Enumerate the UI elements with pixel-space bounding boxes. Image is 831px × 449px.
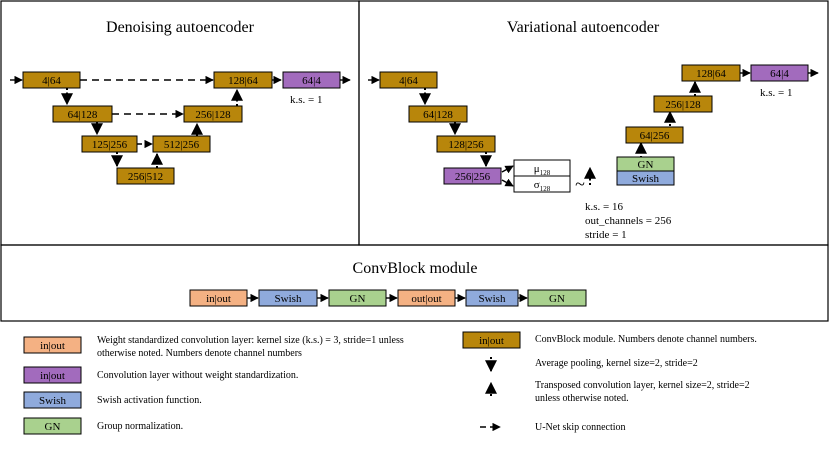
va-block-dec-2: 256|128 — [653, 95, 713, 113]
legend-gn: GN Group normalization. — [23, 417, 183, 435]
svg-text:GN: GN — [45, 421, 61, 433]
va-tilde: ~ — [575, 174, 585, 194]
convblock-panel — [0, 244, 829, 322]
svg-text:128|64: 128|64 — [228, 75, 258, 87]
legend-transposed: Transposed convolution layer, kernel siz… — [485, 380, 750, 404]
cb-gn-2: GN — [527, 289, 587, 307]
legend-convblock: in|out ConvBlock module. Numbers denote … — [462, 331, 757, 349]
dn-final-conv: 64|4 — [282, 71, 341, 89]
dn-block-enc-1: 4|64 — [22, 71, 81, 89]
legend-skip-text: U-Net skip connection — [535, 422, 626, 433]
variational-blocks: 4|64 64|128 128|256 256|256 μ128 σ128 GN… — [379, 64, 809, 193]
dn-block-dec-1: 512|256 — [152, 135, 211, 153]
va-block-dec-3: 128|64 — [681, 64, 741, 82]
svg-text:128|256: 128|256 — [448, 139, 484, 151]
svg-text:64|256: 64|256 — [640, 130, 670, 142]
svg-text:4|64: 4|64 — [42, 75, 61, 87]
svg-text:64|128: 64|128 — [423, 109, 453, 121]
legend: in|out Weight standardized convolution l… — [23, 331, 757, 435]
cb-swish-2: Swish — [465, 289, 519, 307]
svg-text:512|256: 512|256 — [164, 139, 200, 151]
convblock-items: in|out Swish GN out|out Swish GN — [189, 289, 587, 307]
legend-swish: Swish Swish activation function. — [23, 391, 202, 409]
dn-ks-note: k.s. = 1 — [290, 94, 322, 106]
va-block-enc-3: 128|256 — [436, 135, 496, 153]
svg-text:GN: GN — [638, 159, 654, 171]
svg-text:64|128: 64|128 — [68, 109, 98, 121]
svg-text:4|64: 4|64 — [399, 75, 418, 87]
svg-text:in|out: in|out — [40, 340, 65, 352]
dn-block-dec-2: 256|128 — [183, 105, 243, 123]
va-sigma-label: σ128 — [534, 179, 551, 193]
legend-conv-text: Convolution layer without weight standar… — [97, 370, 298, 381]
convblock-title: ConvBlock module — [353, 260, 478, 277]
va-mu-sigma-box: μ128 σ128 — [513, 159, 571, 193]
cb-ws-conv-1: in|out — [189, 289, 248, 307]
va-deconv-note-1: k.s. = 16 — [585, 201, 623, 213]
va-gn-swish-stack: GN Swish — [616, 156, 675, 186]
legend-transposed-text-2: unless otherwise noted. — [535, 393, 629, 404]
cb-swish-1: Swish — [258, 289, 318, 307]
va-final-conv: 64|4 — [750, 64, 809, 82]
va-block-enc-2: 64|128 — [408, 105, 468, 123]
legend-conv: in|out Convolution layer without weight … — [23, 366, 298, 384]
va-deconv-note-3: stride = 1 — [585, 229, 627, 241]
legend-skip: U-Net skip connection — [480, 422, 626, 433]
legend-ws-conv-text: Weight standardized convolution layer: k… — [97, 335, 404, 346]
svg-text:Swish: Swish — [632, 173, 659, 185]
svg-text:in|out: in|out — [206, 293, 231, 305]
legend-avgpool-text: Average pooling, kernel size=2, stride=2 — [535, 358, 698, 369]
legend-gn-text: Group normalization. — [97, 421, 183, 432]
svg-text:Swish: Swish — [479, 293, 506, 305]
svg-text:256|512: 256|512 — [128, 171, 163, 183]
svg-text:128|64: 128|64 — [696, 68, 726, 80]
va-deconv-note-2: out_channels = 256 — [585, 215, 672, 227]
dn-block-bottleneck: 256|512 — [116, 167, 175, 185]
svg-text:out|out: out|out — [411, 293, 441, 305]
cb-gn-1: GN — [328, 289, 387, 307]
svg-text:Swish: Swish — [39, 395, 66, 407]
svg-text:64|4: 64|4 — [770, 68, 789, 80]
legend-swish-text: Swish activation function. — [97, 395, 202, 406]
legend-ws-conv: in|out Weight standardized convolution l… — [23, 335, 404, 359]
denoising-blocks: 4|64 64|128 125|256 256|512 512|256 256|… — [22, 71, 341, 185]
legend-transposed-text: Transposed convolution layer, kernel siz… — [535, 380, 750, 391]
denoising-title: Denoising autoencoder — [106, 19, 255, 36]
legend-convblock-text: ConvBlock module. Numbers denote channel… — [535, 334, 757, 345]
cb-ws-conv-2: out|out — [397, 289, 456, 307]
svg-text:256|128: 256|128 — [665, 99, 701, 111]
svg-text:256|128: 256|128 — [195, 109, 231, 121]
dn-block-dec-3: 128|64 — [213, 71, 273, 89]
va-block-dec-1: 64|256 — [625, 126, 684, 144]
va-mu-label: μ128 — [534, 163, 551, 177]
va-latent-conv: 256|256 — [443, 167, 502, 185]
va-to-sigma-arrow — [501, 178, 514, 187]
svg-text:256|256: 256|256 — [455, 171, 491, 183]
denoising-panel — [0, 0, 360, 246]
svg-text:64|4: 64|4 — [302, 75, 321, 87]
svg-text:in|out: in|out — [479, 335, 504, 347]
dn-block-enc-3: 125|256 — [81, 135, 138, 153]
svg-text:GN: GN — [549, 293, 565, 305]
legend-ws-conv-text-2: otherwise noted. Numbers denote channel … — [97, 348, 302, 359]
va-ks-note: k.s. = 1 — [760, 87, 792, 99]
svg-text:in|out: in|out — [40, 370, 65, 382]
panel-frames — [0, 0, 829, 322]
svg-text:Swish: Swish — [275, 293, 302, 305]
variational-title: Variational autoencoder — [507, 19, 660, 36]
variational-connectors — [368, 68, 819, 187]
legend-avgpool: Average pooling, kernel size=2, stride=2 — [485, 357, 698, 373]
dn-block-enc-2: 64|128 — [52, 105, 113, 123]
va-block-enc-1: 4|64 — [379, 71, 438, 89]
svg-text:125|256: 125|256 — [92, 139, 128, 151]
denoising-connectors — [10, 75, 351, 168]
va-to-mu-arrow — [501, 165, 514, 174]
svg-text:GN: GN — [350, 293, 366, 305]
